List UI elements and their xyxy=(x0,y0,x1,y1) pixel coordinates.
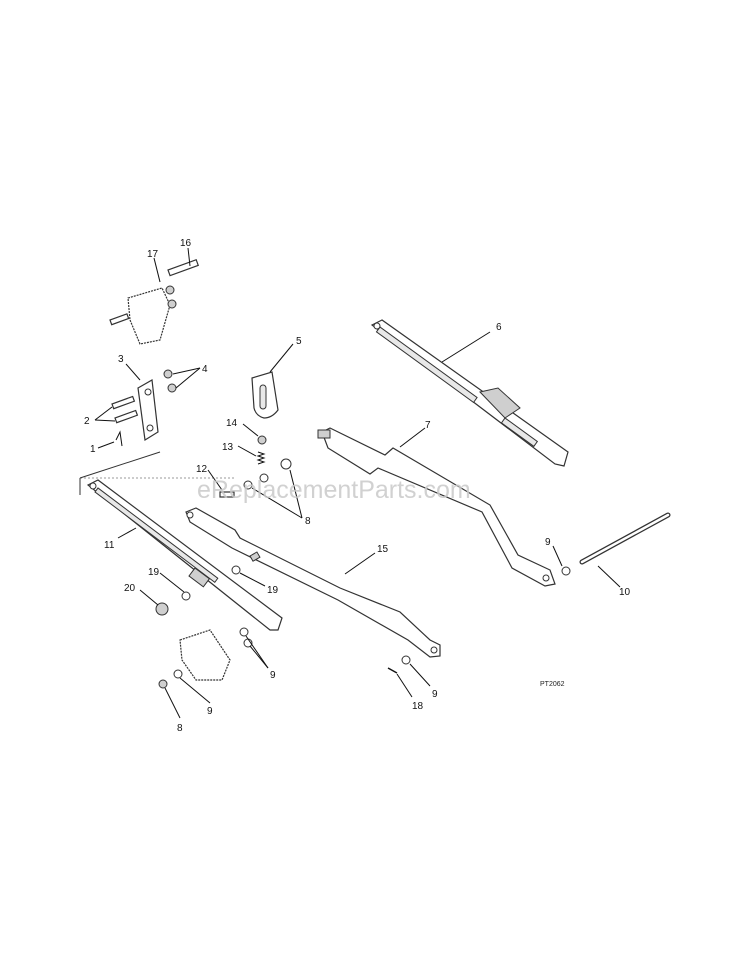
callout-6: 6 xyxy=(496,322,502,333)
callout-16: 16 xyxy=(180,238,192,249)
part-13-spring xyxy=(256,451,266,465)
part-6-slotted-arm xyxy=(370,319,569,467)
callout-4: 4 xyxy=(202,364,208,375)
part-12-bolt xyxy=(219,491,235,498)
part-11-slotted-arm xyxy=(86,479,283,631)
part-8-washers-mid xyxy=(243,458,292,490)
watermark: eReplacementParts.com xyxy=(197,476,471,504)
part-20-nut xyxy=(155,602,169,616)
callout-19-right: 19 xyxy=(267,585,279,596)
callout-labels: 17 16 3 4 2 1 5 6 7 14 13 12 8 11 15 19 … xyxy=(84,238,631,734)
part-4-nuts xyxy=(163,369,177,393)
reference-lines xyxy=(79,451,235,495)
part-1-pin xyxy=(115,430,123,447)
callout-9-bottom: 9 xyxy=(432,689,438,700)
part-2-bolts xyxy=(111,395,139,424)
callout-18: 18 xyxy=(412,701,424,712)
callout-10: 10 xyxy=(619,587,631,598)
lower-bracket xyxy=(179,629,231,681)
callout-9-right: 9 xyxy=(545,537,551,548)
part-9-washers-lower xyxy=(158,627,411,689)
callout-2: 2 xyxy=(84,416,90,427)
part-19-washers xyxy=(181,565,241,601)
part-10-rod xyxy=(579,512,671,565)
callout-17: 17 xyxy=(147,249,159,260)
callout-11: 11 xyxy=(104,540,115,551)
part-15-long-arm xyxy=(185,507,441,658)
part-5-u-clip xyxy=(251,371,279,419)
callout-1: 1 xyxy=(90,444,96,455)
part-18-pin xyxy=(387,667,398,674)
callout-12: 12 xyxy=(196,464,208,475)
callout-8-lower: 8 xyxy=(177,723,183,734)
part-7-bent-arm xyxy=(317,427,556,587)
part-9-washer-right xyxy=(561,566,571,576)
upper-bracket xyxy=(109,258,200,345)
callout-8-mid: 8 xyxy=(305,516,311,527)
callout-9-lower-left: 9 xyxy=(207,706,213,717)
part-3-bracket xyxy=(137,379,159,441)
figure-code: PT2062 xyxy=(540,681,565,688)
callout-7: 7 xyxy=(425,420,431,431)
callout-20: 20 xyxy=(124,583,136,594)
callout-19-left: 19 xyxy=(148,567,160,578)
callout-15: 15 xyxy=(377,544,389,555)
leader-lines xyxy=(94,247,621,719)
part-14-nut xyxy=(257,435,267,445)
callout-9-lower-mid: 9 xyxy=(270,670,276,681)
callout-3: 3 xyxy=(118,354,124,365)
callout-5: 5 xyxy=(296,336,302,347)
callout-14: 14 xyxy=(226,418,238,429)
callout-13: 13 xyxy=(222,442,234,453)
